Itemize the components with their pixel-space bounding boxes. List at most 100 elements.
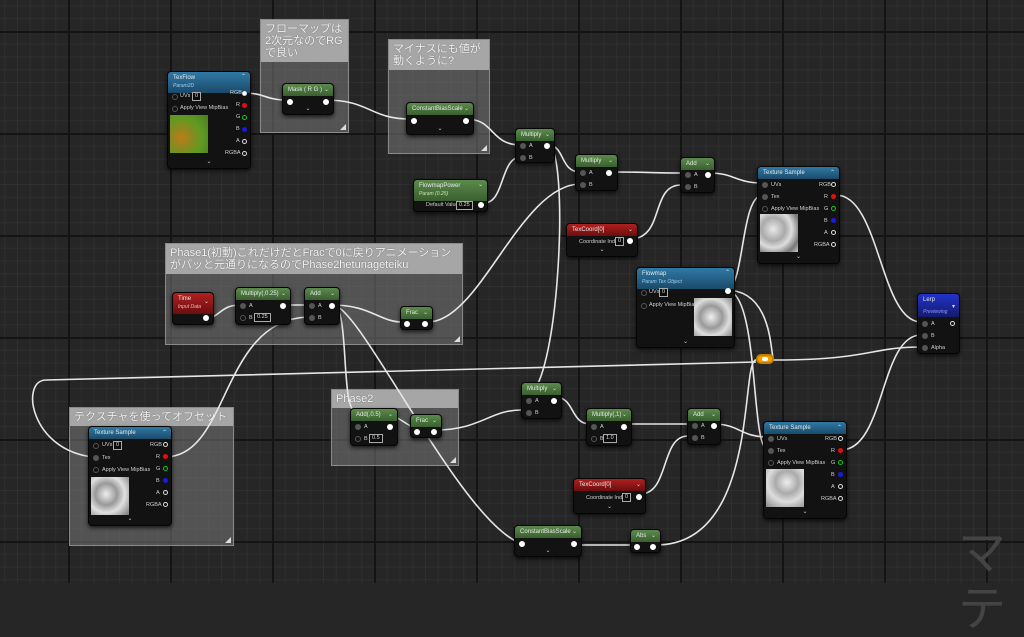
node-texture-sample[interactable]: Texture Sample⌃ UVs Tex Apply View MipBi… (763, 421, 847, 519)
dropdown-icon[interactable]: ⌄ (280, 291, 286, 297)
output-pin[interactable] (422, 321, 428, 327)
input-pin-b[interactable] (240, 315, 246, 321)
node-add-05[interactable]: Add(,0.5)⌄ A B 0.5 (350, 408, 398, 446)
node-header[interactable]: Lerp▾Previewing (918, 294, 959, 317)
input-pin-a[interactable] (526, 398, 532, 404)
node-header[interactable]: Multiply⌄ (576, 155, 617, 167)
node-constant-bias-scale[interactable]: ConstantBiasScale⌄ ⌄ (406, 102, 474, 135)
collapse-icon[interactable]: ⌃ (829, 170, 835, 176)
output-pin-rgb[interactable] (242, 91, 247, 96)
input-pin-b[interactable] (922, 333, 928, 339)
input-pin[interactable] (411, 118, 417, 124)
output-pin-rgb[interactable] (838, 436, 843, 441)
output-pin[interactable] (571, 541, 577, 547)
dropdown-icon[interactable]: ⌄ (635, 482, 641, 488)
output-pin-b[interactable] (831, 218, 836, 223)
coordinate-index-field[interactable]: 0 (615, 237, 625, 246)
output-pin-a[interactable] (242, 139, 247, 144)
input-pin-a[interactable] (922, 321, 928, 327)
resize-handle[interactable] (340, 124, 346, 130)
node-texcoord[interactable]: TexCoord[0]⌄ Coordinate Index 0 ⌄ (573, 478, 646, 514)
node-header[interactable]: TexCoord[0]⌄ (574, 479, 645, 491)
input-pin-b[interactable] (692, 435, 698, 441)
node-header[interactable]: Texture Sample⌃ (758, 167, 839, 179)
output-pin-r[interactable] (163, 454, 168, 459)
input-pin-tex[interactable] (768, 448, 774, 454)
dropdown-icon[interactable]: ⌄ (607, 158, 613, 164)
node-header[interactable]: Multiply(,1)⌄ (587, 409, 631, 421)
node-multiply-1[interactable]: Multiply(,1)⌄ A B 1.0 (586, 408, 632, 446)
output-pin-r[interactable] (831, 194, 836, 199)
input-pin-alpha[interactable] (922, 345, 928, 351)
node-header[interactable]: Texture Sample⌃ (89, 427, 171, 439)
dropdown-icon[interactable]: ⌄ (627, 227, 633, 233)
node-lerp[interactable]: Lerp▾Previewing A B Alpha (917, 293, 960, 354)
output-pin-a[interactable] (838, 484, 843, 489)
expand-icon[interactable]: ⌄ (802, 509, 808, 515)
dropdown-icon[interactable]: ⌄ (704, 161, 710, 167)
dropdown-icon[interactable]: ⌄ (544, 132, 550, 138)
resize-handle[interactable] (450, 457, 456, 463)
output-pin[interactable] (544, 143, 550, 149)
output-pin[interactable] (323, 99, 329, 105)
input-pin-a[interactable] (520, 143, 526, 149)
expand-icon[interactable]: ⌄ (305, 106, 311, 112)
node-header[interactable]: Multiply⌄ (522, 383, 561, 395)
output-pin-rgba[interactable] (838, 496, 843, 501)
node-frac[interactable]: Frac⌄ (410, 414, 442, 438)
output-pin[interactable] (431, 429, 437, 435)
output-pin-b[interactable] (242, 127, 247, 132)
output-pin[interactable] (621, 424, 627, 430)
input-pin-mipbias[interactable] (93, 467, 99, 473)
input-pin-b[interactable] (591, 436, 597, 442)
input-pin-a[interactable] (580, 170, 586, 176)
output-pin[interactable] (627, 238, 633, 244)
uvs-value[interactable]: 0 (113, 441, 123, 450)
node-header[interactable]: Abs⌄ (631, 530, 660, 542)
comment-minus[interactable]: マイナスにも値が動くように? (388, 39, 490, 154)
dropdown-icon[interactable]: ▾ (951, 304, 955, 310)
input-pin-a[interactable] (591, 424, 597, 430)
node-texcoord[interactable]: TexCoord[0]⌄ Coordinate Index 0 ⌄ (566, 223, 638, 257)
b-value-field[interactable]: 0.25 (254, 313, 271, 322)
dropdown-icon[interactable]: ⌄ (463, 106, 469, 112)
node-header[interactable]: Mask ( R G )⌄ (283, 84, 333, 96)
output-pin-rgba[interactable] (831, 242, 836, 247)
input-pin[interactable] (641, 303, 647, 309)
node-header[interactable]: Texture Sample⌃ (764, 422, 846, 434)
output-pin[interactable] (950, 321, 955, 326)
input-pin-b[interactable] (520, 155, 526, 161)
uvs-value[interactable]: 0 (659, 288, 669, 297)
node-multiply-025[interactable]: Multiply(,0.25)⌄ A B 0.25 (235, 287, 291, 325)
default-value-field[interactable]: 0.25 (456, 201, 473, 210)
output-pin-r[interactable] (838, 448, 843, 453)
output-pin[interactable] (551, 398, 557, 404)
input-pin-a[interactable] (309, 303, 315, 309)
output-pin[interactable] (606, 170, 612, 176)
input-pin-mipbias[interactable] (768, 460, 774, 466)
dropdown-icon[interactable]: ⌄ (571, 529, 577, 535)
input-pin-tex[interactable] (762, 194, 768, 200)
output-pin-b[interactable] (838, 472, 843, 477)
dropdown-icon[interactable]: ⌄ (621, 412, 627, 418)
input-pin-b[interactable] (685, 184, 691, 190)
node-header[interactable]: Add⌄ (305, 288, 339, 300)
output-pin-rgb[interactable] (163, 442, 168, 447)
collapse-icon[interactable]: ⌃ (724, 270, 730, 276)
output-pin[interactable] (203, 315, 209, 321)
node-multiply[interactable]: Multiply⌄ A B (575, 154, 618, 191)
node-texture-sample[interactable]: Texture Sample⌃ UVs 0 Tex Apply View Mip… (88, 426, 172, 526)
output-pin-rgba[interactable] (242, 151, 247, 156)
node-header[interactable]: Multiply(,0.25)⌄ (236, 288, 290, 300)
output-pin[interactable] (463, 118, 469, 124)
node-add[interactable]: Add⌄ A B (687, 408, 721, 445)
dropdown-icon[interactable]: ⌄ (650, 533, 656, 539)
dropdown-icon[interactable]: ⌄ (329, 291, 335, 297)
b-value-field[interactable]: 1.0 (603, 434, 617, 443)
output-pin-b[interactable] (163, 478, 168, 483)
